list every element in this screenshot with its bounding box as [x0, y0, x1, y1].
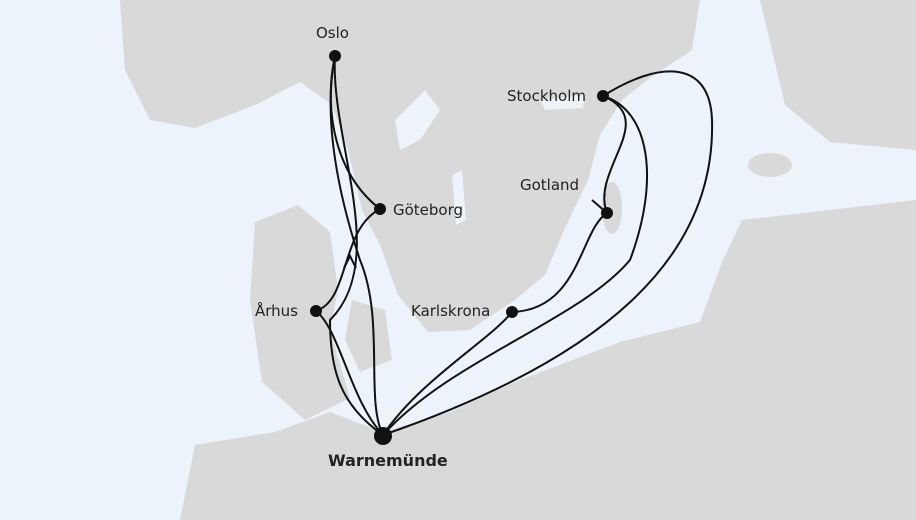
route-oslo-warnemunde-2: [328, 55, 384, 436]
lakes: [395, 90, 585, 225]
port-marker-oslo: [329, 50, 341, 62]
lake-malaren: [540, 95, 585, 110]
land-germany-poland: [180, 200, 916, 520]
port-marker-arhus: [310, 305, 322, 317]
land-denmark: [250, 205, 350, 420]
port-label-oslo: Oslo: [316, 24, 349, 42]
land: [120, 0, 916, 520]
port-marker-goteborg: [374, 203, 386, 215]
port-label-karlskrona: Karlskrona: [411, 302, 491, 320]
port-label-stockholm: Stockholm: [507, 87, 586, 105]
route-stockholm-loop: [382, 70, 714, 436]
port-marker-stockholm: [597, 90, 609, 102]
port-markers: [310, 50, 613, 445]
route-oslo-goteborg: [329, 55, 381, 210]
land-finland: [760, 0, 916, 150]
land-scandinavia: [120, 0, 700, 332]
port-marker-gotland: [601, 207, 613, 219]
route-warnemunde-karlskrona: [382, 311, 513, 436]
port-label-warnemunde: Warnemünde: [328, 451, 448, 470]
route-warnemunde-stockholm: [382, 95, 648, 436]
land-zealand: [345, 300, 392, 372]
lake-vattern: [452, 170, 466, 225]
route-arhus-warnemunde: [315, 310, 384, 436]
port-label-arhus: Århus: [255, 302, 298, 320]
port-marker-warnemunde: [374, 427, 392, 445]
route-arrow-icon: [343, 253, 357, 269]
land-gotland: [602, 182, 622, 234]
port-label-goteborg: Göteborg: [393, 201, 464, 219]
port-marker-karlskrona: [506, 306, 518, 318]
lake-vanern: [395, 90, 440, 150]
land-saaremaa: [748, 153, 792, 177]
port-label-gotland: Gotland: [520, 176, 580, 194]
